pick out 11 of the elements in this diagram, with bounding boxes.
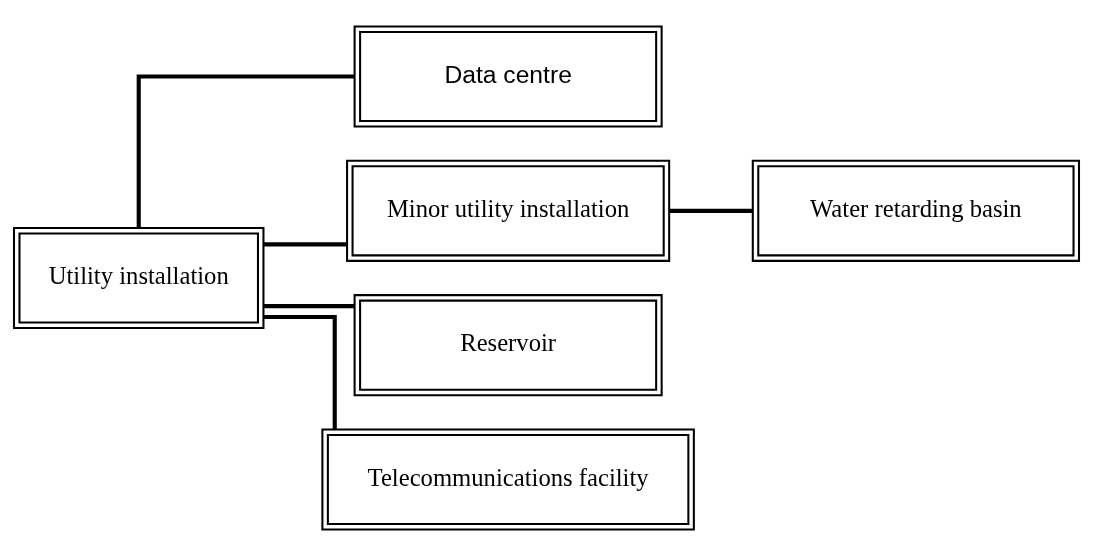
connector (669, 208, 753, 213)
node-box: Water retarding basin (751, 159, 1081, 262)
connector (263, 303, 355, 308)
connector (263, 314, 337, 429)
connector (136, 73, 355, 228)
node-box: Utility installation (12, 226, 265, 329)
node-box: Reservoir (353, 293, 663, 396)
node-box: Telecommunications facility (321, 427, 695, 531)
connector (263, 241, 347, 246)
node-box: Minor utility installation (346, 159, 671, 262)
node-box: Data centre (353, 24, 663, 128)
